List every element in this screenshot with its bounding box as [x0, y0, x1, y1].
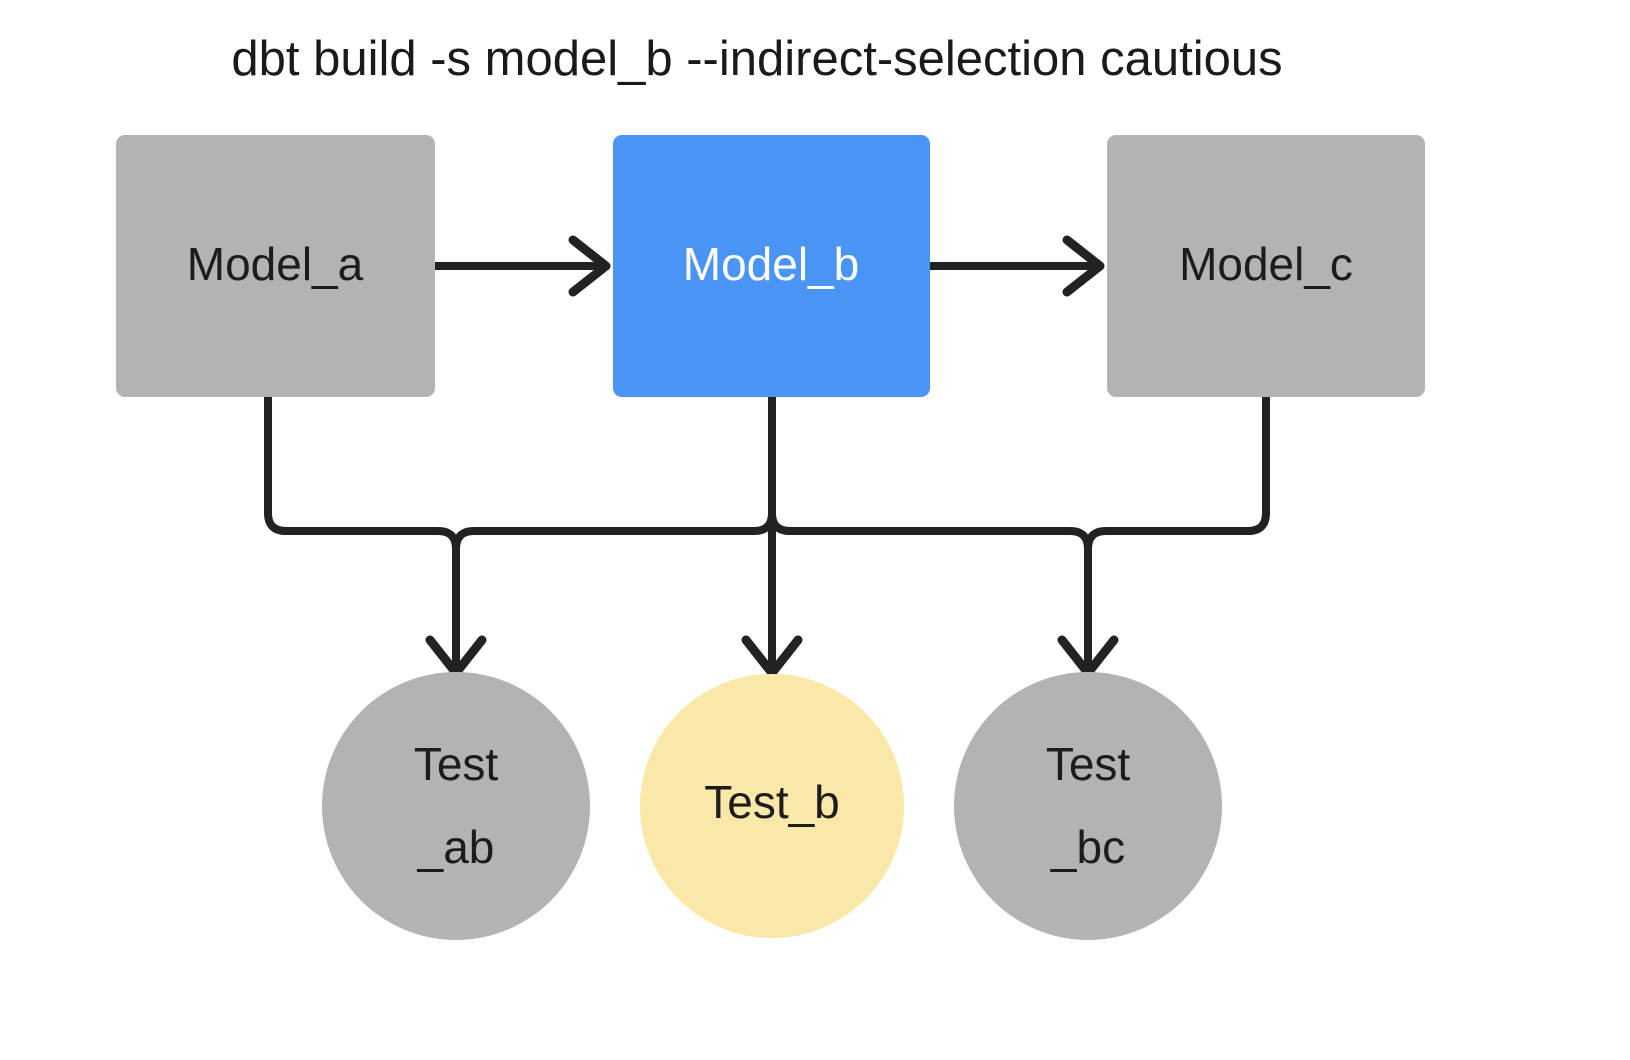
edge-model-b-to-model-c [926, 235, 1105, 297]
edge-line [1084, 393, 1270, 553]
edge-model-a-to-test-ab [264, 393, 487, 678]
node-test-ab[interactable]: Test _ab [322, 672, 590, 940]
node-label-line-1: Test_b [704, 776, 840, 828]
node-label: Model_b [683, 238, 859, 290]
test-node-layer: Test _ab Test_b Test _bc [322, 672, 1222, 940]
node-model-c[interactable]: Model_c [1107, 135, 1425, 397]
edge-model-b-to-test-ab [452, 393, 776, 553]
node-shape[interactable] [116, 135, 435, 397]
edge-model-b-to-test-bc [768, 393, 1119, 678]
edge-model-a-to-model-b [431, 235, 611, 297]
page-title: dbt build -s model_b --indirect-selectio… [231, 32, 1282, 86]
node-model-a[interactable]: Model_a [116, 135, 435, 397]
node-label-line-2: _bc [1050, 821, 1125, 873]
node-shape[interactable] [1107, 135, 1425, 397]
node-label: Model_c [1179, 238, 1353, 290]
node-shape[interactable] [613, 135, 930, 397]
arrow-head-icon [1062, 235, 1105, 297]
node-label-line-1: Test [414, 738, 499, 790]
node-label-line-1: Test [1046, 738, 1131, 790]
edge-model-c-to-test-bc [1084, 393, 1270, 553]
node-shape[interactable] [954, 672, 1222, 940]
edge-line [768, 393, 1092, 670]
arrow-head-icon [568, 235, 611, 297]
node-shape[interactable] [322, 672, 590, 940]
edge-line [264, 393, 460, 670]
edge-line [452, 393, 776, 553]
arrow-head-icon [741, 635, 803, 678]
node-test-b[interactable]: Test_b [640, 674, 904, 938]
node-shape[interactable] [640, 674, 904, 938]
model-node-layer: Model_a Model_b Model_c [116, 135, 1425, 397]
node-model-b[interactable]: Model_b [613, 135, 930, 397]
node-label: Model_a [187, 238, 364, 290]
node-label-line-2: _ab [417, 821, 495, 873]
node-test-bc[interactable]: Test _bc [954, 672, 1222, 940]
